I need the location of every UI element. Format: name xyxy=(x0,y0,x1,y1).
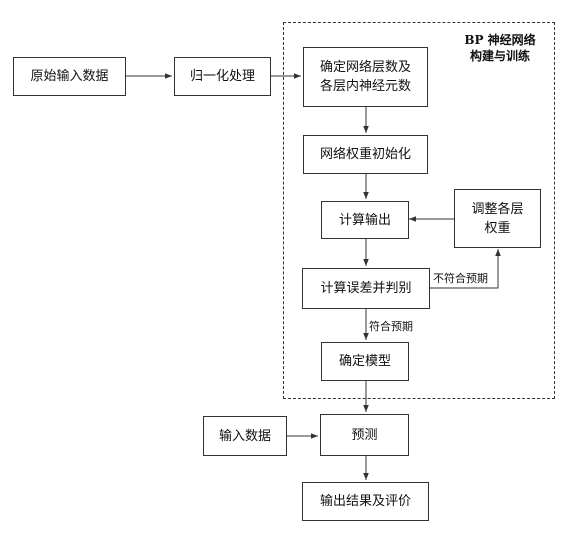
input-data-label: 输入数据 xyxy=(218,428,271,444)
group-title-line1: BP 神经网络 xyxy=(464,33,536,47)
adjust-weights-box: 调整各层 权重 xyxy=(454,189,541,248)
adjust-label-line1: 调整各层 xyxy=(471,201,524,217)
training-group-border xyxy=(283,22,555,399)
predict-box: 预测 xyxy=(320,414,409,456)
compute-error-box: 计算误差并判别 xyxy=(302,268,430,309)
raw-input-box: 原始输入数据 xyxy=(13,57,126,96)
normalize-label: 归一化处理 xyxy=(189,69,255,84)
init-label: 网络权重初始化 xyxy=(319,147,411,162)
layers-label-line1: 确定网络层数及 xyxy=(319,60,411,75)
group-title: BP 神经网络 构建与训练 xyxy=(455,32,545,64)
result-box: 输出结果及评价 xyxy=(302,482,429,521)
compute-output-label: 计算输出 xyxy=(338,212,391,228)
adjust-label-line2: 权重 xyxy=(484,220,511,236)
layers-label-line2: 各层内神经元数 xyxy=(319,79,411,94)
edge-label-not-meet: 不符合预期 xyxy=(433,272,488,285)
normalize-box: 归一化处理 xyxy=(174,57,271,96)
result-label: 输出结果及评价 xyxy=(319,494,411,509)
compute-error-label: 计算误差并判别 xyxy=(320,281,412,296)
edge-label-meet: 符合预期 xyxy=(369,320,413,333)
arrow-error-to-adjust xyxy=(430,249,501,289)
init-box: 网络权重初始化 xyxy=(303,135,428,174)
layers-box: 确定网络层数及 各层内神经元数 xyxy=(303,47,428,107)
model-box: 确定模型 xyxy=(321,342,409,381)
input-data-box: 输入数据 xyxy=(203,416,287,456)
predict-label: 预测 xyxy=(351,427,378,443)
raw-input-label: 原始输入数据 xyxy=(30,69,109,84)
compute-output-box: 计算输出 xyxy=(321,201,409,239)
model-label: 确定模型 xyxy=(338,354,391,369)
group-title-line2: 构建与训练 xyxy=(469,49,530,63)
